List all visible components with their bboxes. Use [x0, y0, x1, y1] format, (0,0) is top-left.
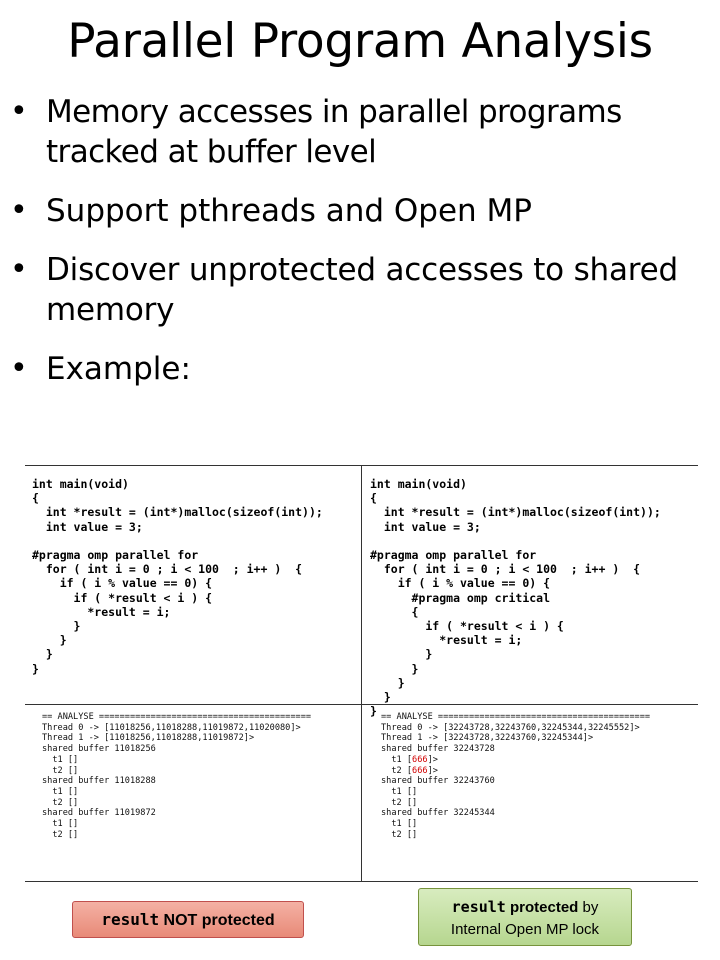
callout-text: by — [578, 899, 599, 916]
output-line: t2 [] — [42, 797, 79, 808]
table-divider-horizontal — [25, 704, 698, 705]
bullet-dot-icon: • — [10, 94, 28, 129]
output-line: Thread 0 -> [11018256,11018288,11019872,… — [42, 722, 301, 733]
bullet-text: Support pthreads and Open MP — [46, 193, 532, 229]
bullet-text: Discover unprotected accesses to shared … — [46, 252, 679, 328]
output-line: t1 [] — [42, 786, 79, 797]
callout-bold-text: protected — [505, 899, 579, 916]
not-protected-callout: result NOT protected — [72, 901, 304, 938]
output-line: t2 [] — [381, 829, 418, 840]
output-line: t2 [] — [42, 829, 79, 840]
output-line: t2 [666]> — [381, 765, 438, 776]
output-line: shared buffer 11019872 — [42, 808, 156, 819]
callout-code: result — [451, 898, 506, 916]
output-line: shared buffer 11018288 — [42, 776, 156, 787]
output-line: t1 [] — [42, 819, 79, 830]
bullet-dot-icon: • — [10, 351, 28, 386]
bullet-text: Example: — [46, 351, 191, 387]
output-line: t1 [] — [381, 786, 418, 797]
output-line: Thread 1 -> [11018256,11018288,11019872]… — [42, 733, 255, 744]
output-line: t2 [] — [381, 797, 418, 808]
output-line: Thread 0 -> [32243728,32243760,32245344,… — [381, 722, 640, 733]
output-line: t1 [] — [381, 819, 418, 830]
bullet-item: • Support pthreads and Open MP — [10, 191, 715, 231]
output-line: shared buffer 11018256 — [42, 744, 156, 755]
output-line: t1 [666]> — [381, 754, 438, 765]
output-line: == ANALYSE =============================… — [381, 712, 651, 722]
output-line: shared buffer 32243760 — [381, 776, 495, 787]
conflict-value: 666 — [412, 765, 428, 776]
bullet-item: • Discover unprotected accesses to shared… — [10, 250, 715, 330]
output-line: Thread 1 -> [32243728,32243760,32245344]… — [381, 733, 594, 744]
output-line: t1 [] — [42, 754, 79, 765]
output-line: == ANALYSE =============================… — [42, 712, 312, 722]
callout-text: NOT protected — [159, 912, 275, 929]
right-analysis-output: == ANALYSE =============================… — [381, 712, 650, 840]
callout-text-line2: Internal Open MP lock — [450, 921, 600, 938]
left-source-code: int main(void) { int *result = (int*)mal… — [32, 477, 323, 676]
bullet-dot-icon: • — [10, 252, 28, 287]
output-line: shared buffer 32243728 — [381, 744, 495, 755]
bullet-dot-icon: • — [10, 193, 28, 228]
output-line: shared buffer 32245344 — [381, 808, 495, 819]
bullet-item: • Memory accesses in parallel programs tr… — [10, 92, 715, 172]
output-line: t2 [] — [42, 765, 79, 776]
table-divider-vertical — [361, 465, 362, 881]
bullet-text: Memory accesses in parallel programs tra… — [46, 94, 622, 170]
bullet-list: • Memory accesses in parallel programs tr… — [10, 92, 715, 408]
callout-code: result — [101, 910, 160, 929]
conflict-value: 666 — [412, 754, 428, 765]
bullet-item: • Example: — [10, 349, 715, 389]
slide-title: Parallel Program Analysis — [67, 14, 653, 69]
right-source-code: int main(void) { int *result = (int*)mal… — [370, 477, 661, 719]
left-analysis-output: == ANALYSE =============================… — [42, 712, 311, 840]
